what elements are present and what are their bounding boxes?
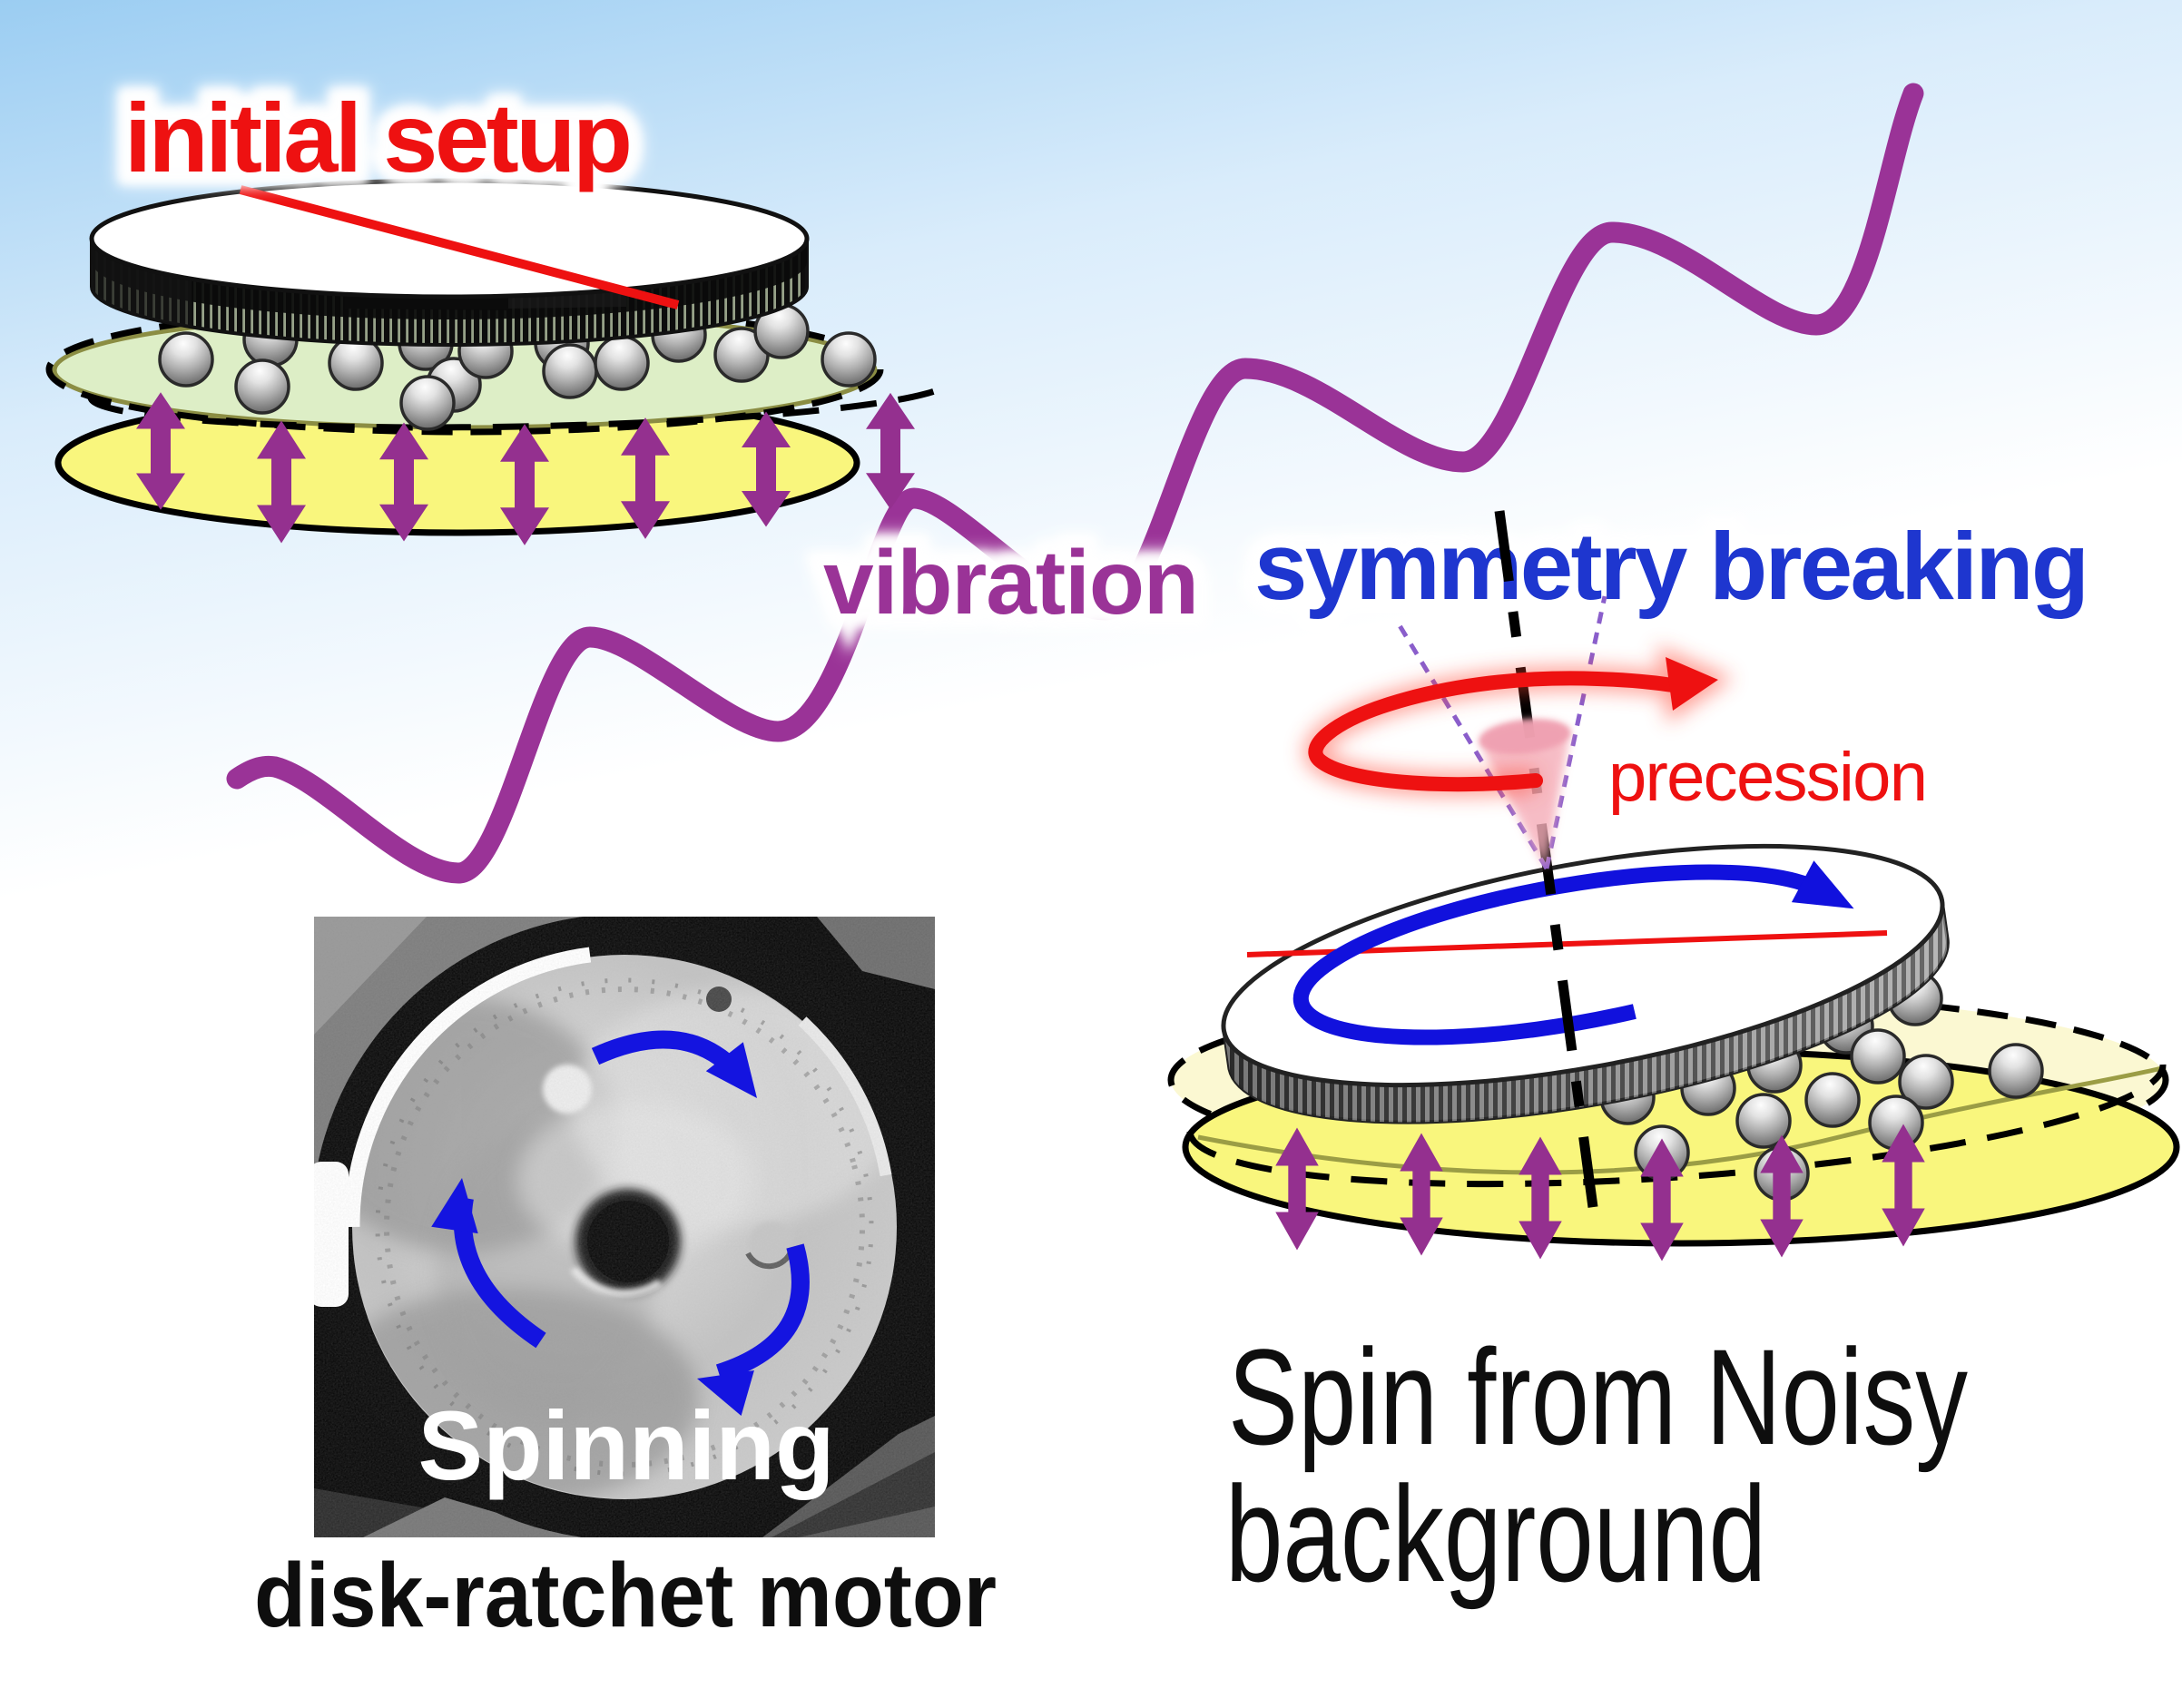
- svg-text:initial setup: initial setup: [124, 83, 633, 192]
- svg-text:disk-ratchet motor: disk-ratchet motor: [254, 1545, 997, 1646]
- svg-text:initial setup: initial setup: [124, 83, 633, 192]
- svg-text:precession: precession: [1608, 739, 1928, 816]
- svg-text:Spinning: Spinning: [418, 1390, 835, 1500]
- svg-text:initial setup: initial setup: [124, 83, 633, 192]
- svg-text:symmetry breaking: symmetry breaking: [1254, 514, 2089, 620]
- svg-text:symmetry breaking: symmetry breaking: [1254, 514, 2089, 620]
- svg-text:Spin from Noisy: Spin from Noisy: [1228, 1320, 1968, 1473]
- svg-text:symmetry breaking: symmetry breaking: [1254, 514, 2089, 620]
- svg-text:vibration: vibration: [823, 532, 1199, 633]
- svg-text:vibration: vibration: [823, 532, 1199, 633]
- svg-text:vibration: vibration: [823, 532, 1199, 633]
- svg-text:background: background: [1225, 1458, 1766, 1610]
